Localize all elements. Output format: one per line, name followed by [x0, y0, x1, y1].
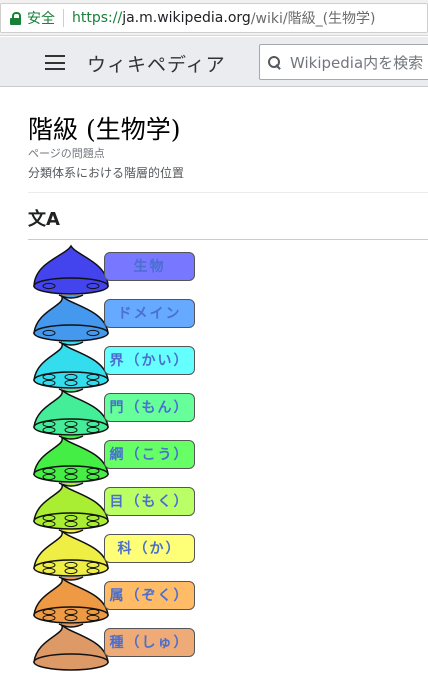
rank-label-text: 生物 — [131, 259, 168, 275]
rank-shape-4 — [33, 435, 109, 483]
rank-label-8: 種（しゅ） — [104, 628, 195, 657]
rank-shape-7 — [33, 576, 109, 624]
rank-shape-5 — [33, 482, 109, 530]
rank-label-text: 種（しゅ） — [107, 635, 192, 651]
site-header: ウィキペディア Wikipedia内を検索 — [0, 37, 428, 87]
rank-label-3: 門（もん） — [104, 393, 195, 422]
rank-label-5: 目（もく） — [104, 487, 195, 516]
rank-label-text: ドメイン — [115, 306, 184, 322]
divider — [28, 192, 428, 193]
rank-shape-1 — [33, 294, 109, 342]
url-path: /wiki/階級_(生物学) — [250, 11, 376, 27]
lock-icon — [10, 11, 21, 25]
rank-label-text: 属（ぞく） — [107, 588, 192, 604]
rank-label-text: 綱（こう） — [107, 447, 192, 463]
wikipedia-wordmark[interactable]: ウィキペディア — [87, 54, 226, 76]
rank-label-2: 界（かい） — [104, 346, 195, 375]
address-bar: 安全 https:// ja.m.wikipedia.org /wiki/階級_… — [0, 0, 428, 36]
page-issues-link[interactable]: ページの問題点 — [28, 147, 105, 160]
rank-label-text: 界（かい） — [107, 353, 192, 369]
taxonomic-rank-diagram: 生物ドメイン界（かい） 門（もん） 綱（こう） 目（もく） 科（か） 属（ぞく） 種（しゅ） — [0, 240, 428, 691]
rank-shape-8 — [33, 623, 109, 671]
search-input[interactable]: Wikipedia内を検索 — [259, 44, 428, 80]
page-title: 階級 (生物学) — [28, 115, 181, 144]
rank-diagram-svg — [33, 244, 109, 671]
rank-shape-2 — [33, 341, 109, 389]
rank-label-0: 生物 — [104, 252, 195, 281]
menu-icon[interactable] — [45, 55, 65, 70]
rank-label-4: 綱（こう） — [104, 440, 195, 469]
search-icon — [268, 55, 281, 69]
rank-label-6: 科（か） — [104, 534, 195, 563]
rank-label-text: 目（もく） — [107, 494, 192, 510]
page-tagline: 分類体系における階層的位置 — [28, 166, 185, 180]
rank-shape-6 — [33, 529, 109, 577]
language-icon[interactable]: 文A — [28, 209, 60, 230]
rank-shape-0 — [33, 244, 109, 295]
divider — [28, 239, 428, 240]
address-separator — [63, 9, 64, 27]
url-host: ja.m.wikipedia.org — [122, 10, 251, 26]
search-placeholder: Wikipedia内を検索 — [290, 53, 424, 72]
rank-shape-3 — [33, 388, 109, 436]
url-scheme: https:// — [72, 10, 123, 26]
rank-label-7: 属（ぞく） — [104, 581, 195, 610]
rank-label-text: 科（か） — [115, 541, 184, 557]
rank-label-text: 門（もん） — [107, 400, 192, 416]
secure-label: 安全 — [27, 11, 55, 27]
url-field[interactable]: 安全 https:// ja.m.wikipedia.org /wiki/階級_… — [0, 3, 428, 33]
rank-label-1: ドメイン — [104, 299, 195, 328]
